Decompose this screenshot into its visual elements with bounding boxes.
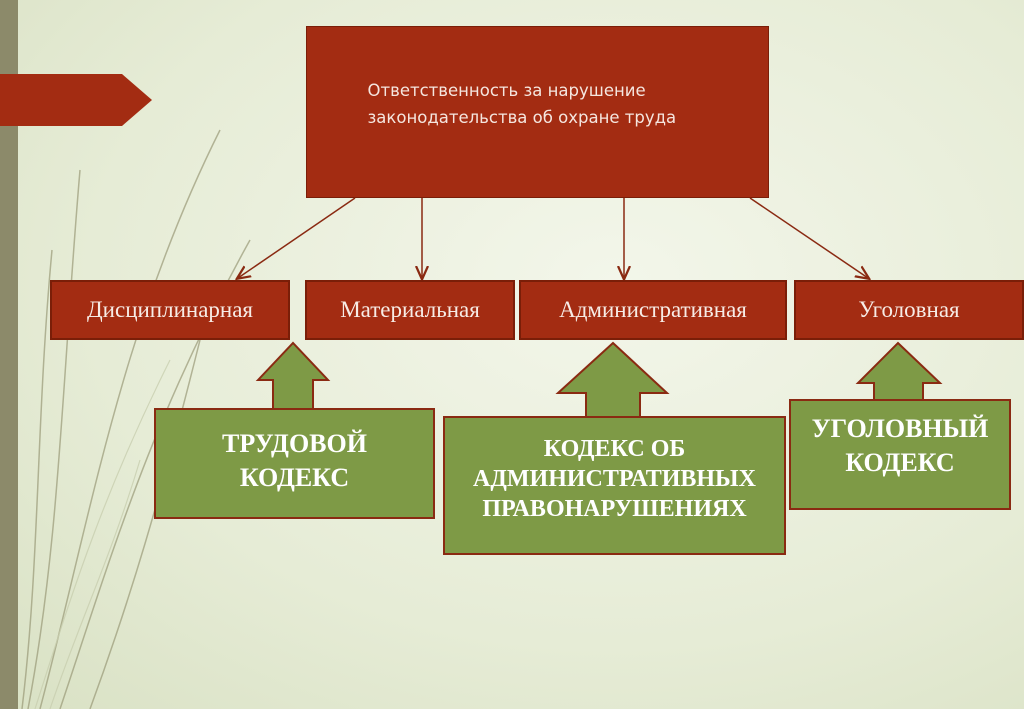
labor-code-line-2: КОДЕКС <box>239 462 350 492</box>
category-material-label: Материальная <box>340 297 480 322</box>
title-line-2: законодательства об охране труда <box>367 108 677 127</box>
category-criminal-label: Уголовная <box>858 297 960 322</box>
labor-code-box: ТРУДОВОЙ КОДЕКС <box>154 408 435 519</box>
admin-code-line-3: ПРАВОНАРУШЕНИЯХ <box>482 495 747 522</box>
labor-code-line-1: ТРУДОВОЙ <box>222 428 367 458</box>
admin-code-line-1: КОДЕКС ОБ <box>543 435 686 462</box>
category-administrative-label: Административная <box>559 297 747 322</box>
liability-title-box: Ответственность за нарушение законодател… <box>306 26 769 198</box>
category-disciplinary-label: Дисциплинарная <box>86 297 254 322</box>
criminal-code-line-1: УГОЛОВНЫЙ <box>811 413 989 443</box>
category-disciplinary: Дисциплинарная <box>50 280 290 340</box>
admin-code-line-2: АДМИНИСТРАТИВНЫХ <box>473 465 756 492</box>
criminal-code-box: УГОЛОВНЫЙ КОДЕКС <box>789 399 1011 510</box>
title-line-1: Ответственность за нарушение <box>367 81 646 100</box>
category-administrative: Административная <box>519 280 787 340</box>
admin-code-box: КОДЕКС ОБ АДМИНИСТРАТИВНЫХ ПРАВОНАРУШЕНИ… <box>443 416 786 555</box>
left-accent-bar <box>0 0 18 709</box>
slide-pointer-arrow <box>0 74 152 126</box>
category-material: Материальная <box>305 280 515 340</box>
category-criminal: Уголовная <box>794 280 1024 340</box>
criminal-code-line-2: КОДЕКС <box>845 447 955 477</box>
